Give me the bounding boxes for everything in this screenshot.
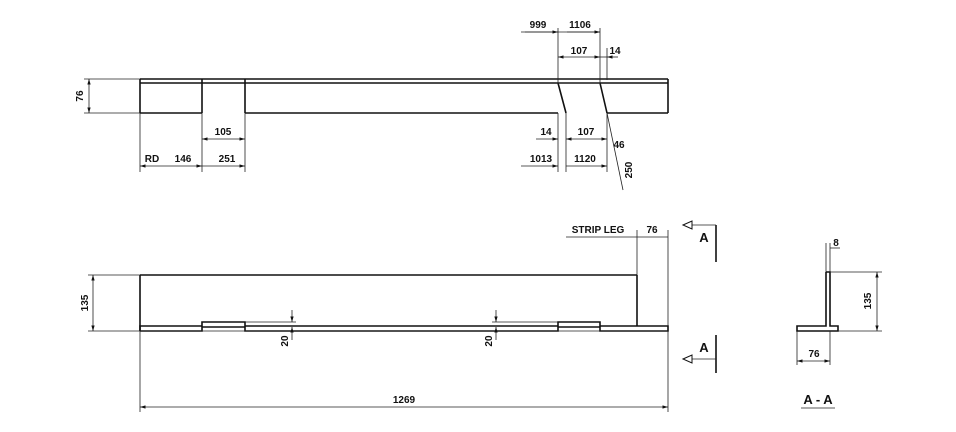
top-view: 76 999 1106 107 14 105 xyxy=(75,20,669,191)
label-14-top: 14 xyxy=(609,46,621,57)
label-146: 146 xyxy=(175,154,192,165)
dim-1013-1120: 1013 1120 250 xyxy=(521,154,635,178)
dim-107-14-top: 107 14 xyxy=(558,46,621,80)
label-105: 105 xyxy=(215,127,232,138)
label-14-bottom: 14 xyxy=(540,127,552,138)
dim-strip-leg: STRIP LEG 76 xyxy=(566,225,669,326)
dim-height-135: 135 xyxy=(80,274,140,332)
label-8: 8 xyxy=(833,238,839,249)
label-107-bottom: 107 xyxy=(578,127,595,138)
section-label-bottom: A xyxy=(699,340,709,355)
dim-999-1106: 999 1106 xyxy=(521,20,601,85)
label-76-section: 76 xyxy=(808,349,820,360)
section-marker-top: A xyxy=(681,220,717,262)
label-20-right: 20 xyxy=(484,335,495,347)
dim-height-76: 76 xyxy=(75,78,140,114)
front-view: STRIP LEG 76 135 20 20 1269 xyxy=(80,220,717,412)
label-76: 76 xyxy=(75,90,86,102)
label-135-front: 135 xyxy=(80,294,91,311)
strip-leg-label: STRIP LEG xyxy=(572,225,625,236)
dim-notch-20-left: 20 xyxy=(245,310,296,347)
dim-height-135-section: 135 xyxy=(830,271,882,332)
label-20-left: 20 xyxy=(280,335,291,347)
strip-leg-dim: 76 xyxy=(646,225,658,236)
dim-14-107-bottom: 14 107 46 xyxy=(536,112,625,191)
dim-rd-146-251: RD 146 251 xyxy=(139,113,245,172)
label-999: 999 xyxy=(530,20,547,31)
dim-length-1269: 1269 xyxy=(139,331,669,412)
label-135-section: 135 xyxy=(863,292,874,309)
dim-105: 105 xyxy=(201,113,246,172)
dim-notch-20-right: 20 xyxy=(484,310,558,347)
section-title: A - A xyxy=(801,392,835,409)
label-1106: 1106 xyxy=(569,20,591,31)
label-107-top: 107 xyxy=(571,46,588,57)
section-view: 8 135 76 A - A xyxy=(796,238,882,409)
dim-thickness-8: 8 xyxy=(825,238,840,272)
label-rd: RD xyxy=(145,154,159,165)
top-view-outline xyxy=(139,78,669,114)
label-1120: 1120 xyxy=(574,154,596,165)
front-view-outline xyxy=(139,274,669,332)
section-title-text: A - A xyxy=(803,392,833,407)
label-1269: 1269 xyxy=(393,395,416,406)
label-1013: 1013 xyxy=(530,154,553,165)
label-251: 251 xyxy=(219,154,236,165)
section-label-top: A xyxy=(699,230,709,245)
label-46: 46 xyxy=(613,140,625,151)
section-outline xyxy=(796,271,839,332)
section-marker-bottom: A xyxy=(681,335,717,373)
label-250: 250 xyxy=(624,161,635,178)
dim-width-76: 76 xyxy=(796,331,831,365)
